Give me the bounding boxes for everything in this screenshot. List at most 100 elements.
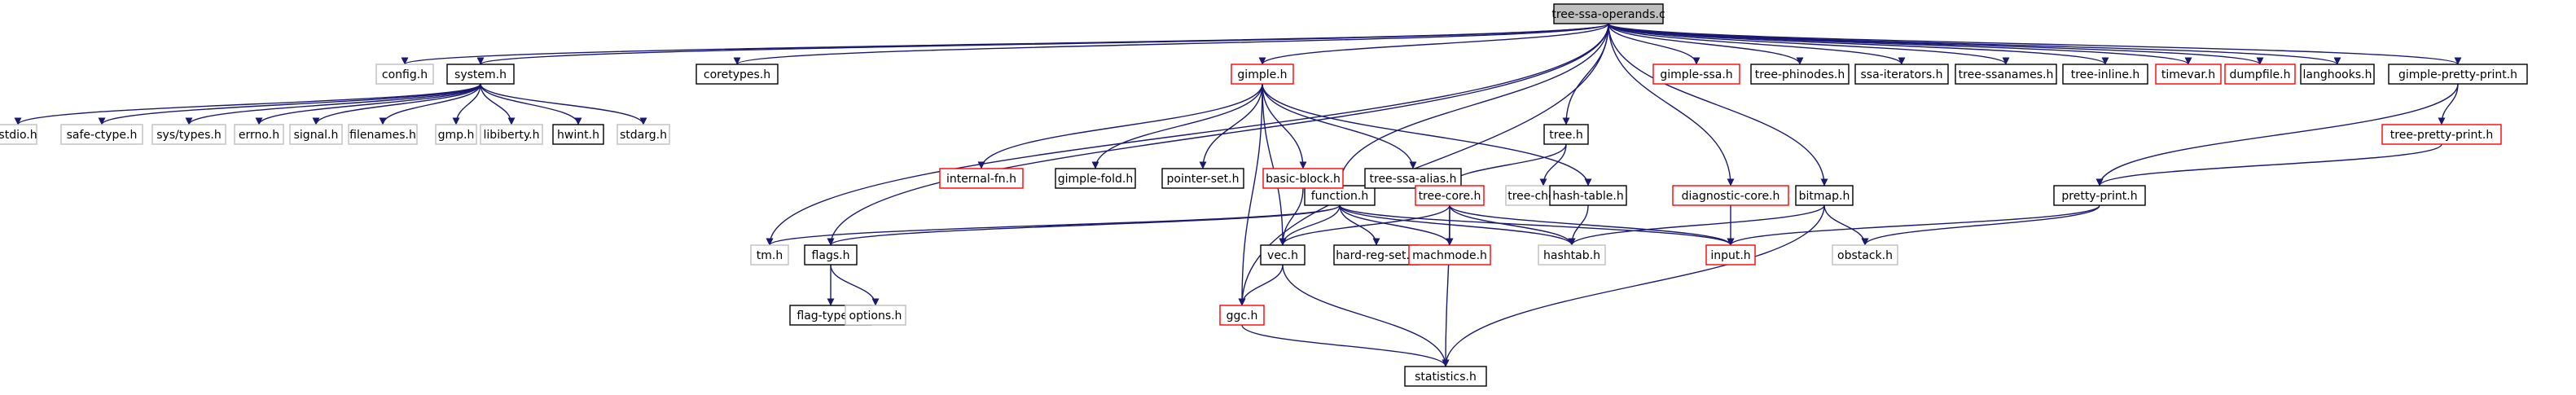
- node-box-options: [845, 305, 906, 326]
- node-system[interactable]: system.h: [446, 64, 515, 85]
- node-ggc[interactable]: ggc.h: [1219, 305, 1265, 326]
- edge-function-to-hashtab: [1339, 204, 1576, 246]
- node-treeinline[interactable]: tree-inline.h: [2062, 64, 2148, 85]
- node-label-treephinodes: tree-phinodes.h: [1755, 68, 1845, 81]
- node-stdarg[interactable]: stdarg.h: [617, 124, 670, 145]
- node-label-input: input.h: [1710, 249, 1750, 262]
- node-coretypes[interactable]: coretypes.h: [696, 64, 779, 85]
- node-box-filenames: [348, 124, 418, 145]
- node-label-errno: errno.h: [239, 129, 279, 142]
- node-label-hardregset: hard-reg-set.h: [1336, 249, 1417, 262]
- node-label-filenames: filenames.h: [349, 129, 416, 142]
- node-timevar[interactable]: timevar.h: [2155, 64, 2222, 85]
- node-box-gimpleprettyprint: [2388, 64, 2528, 85]
- node-safectype[interactable]: safe-ctype.h: [60, 124, 143, 145]
- node-label-stdarg: stdarg.h: [620, 129, 667, 142]
- node-box-safectype: [60, 124, 143, 145]
- edge-treecore-to-statistics: [1442, 204, 1450, 367]
- edge-gimple-to-hashtable: [1262, 83, 1592, 187]
- node-box-treecore: [1415, 185, 1485, 206]
- node-box-machmode: [1408, 244, 1491, 266]
- node-gmp[interactable]: gmp.h: [435, 124, 477, 145]
- node-ssaiter[interactable]: ssa-iterators.h: [1854, 64, 1949, 85]
- node-label-function: function.h: [1311, 190, 1369, 203]
- node-label-prettyprint: pretty-print.h: [2061, 190, 2137, 203]
- node-filenames[interactable]: filenames.h: [348, 124, 418, 145]
- edge-tree-to-treecore: [1446, 143, 1567, 187]
- node-function[interactable]: function.h: [1304, 185, 1376, 206]
- edge-system-to-stdarg: [480, 83, 647, 125]
- node-box-treeinline: [2062, 64, 2148, 85]
- edge-function-to-machmode: [1339, 204, 1454, 246]
- node-hardregset[interactable]: hard-reg-set.h: [1333, 244, 1420, 266]
- node-box-langhooks: [2300, 64, 2375, 85]
- node-treessaalias[interactable]: tree-ssa-alias.h: [1364, 168, 1462, 189]
- node-libiberty[interactable]: libiberty.h: [480, 124, 543, 145]
- edge-root-to-langhooks: [1608, 23, 2341, 65]
- node-hashtab[interactable]: hashtab.h: [1538, 244, 1606, 266]
- edge-function-to-tm: [766, 204, 1341, 246]
- node-gimple[interactable]: gimple.h: [1231, 64, 1294, 85]
- node-label-ggc: ggc.h: [1227, 309, 1258, 323]
- node-box-hwint: [552, 124, 604, 145]
- node-label-hashtable: hash-table.h: [1552, 190, 1623, 203]
- node-bitmap[interactable]: bitmap.h: [1795, 185, 1854, 206]
- edge-bitmap-to-hashtab: [1568, 204, 1825, 246]
- node-signal[interactable]: signal.h: [289, 124, 343, 145]
- node-label-obstack: obstack.h: [1837, 249, 1893, 262]
- edge-system-to-errno: [255, 83, 481, 125]
- node-hashtable[interactable]: hash-table.h: [1549, 185, 1627, 206]
- node-box-errno: [234, 124, 284, 145]
- node-options[interactable]: options.h: [845, 305, 906, 326]
- node-diagcore[interactable]: diagnostic-core.h: [1672, 185, 1789, 206]
- node-treephinodes[interactable]: tree-phinodes.h: [1750, 64, 1850, 85]
- edge-vec-to-statistics: [1282, 264, 1450, 367]
- node-errno[interactable]: errno.h: [234, 124, 284, 145]
- node-prettyprint[interactable]: pretty-print.h: [2053, 185, 2146, 206]
- edge-gimple-to-pointerset: [1199, 83, 1263, 169]
- node-box-tree: [1543, 124, 1589, 145]
- node-box-gimplefold: [1055, 168, 1136, 189]
- node-box-hashtable: [1549, 185, 1627, 206]
- node-hwint[interactable]: hwint.h: [552, 124, 604, 145]
- node-gimplessa[interactable]: gimple-ssa.h: [1652, 64, 1740, 85]
- node-tree[interactable]: tree.h: [1543, 124, 1589, 145]
- node-label-systypes: sys/types.h: [156, 129, 221, 142]
- node-langhooks[interactable]: langhooks.h: [2300, 64, 2375, 85]
- node-input[interactable]: input.h: [1705, 244, 1756, 266]
- node-label-timevar: timevar.h: [2161, 68, 2215, 81]
- node-treeprettyprint[interactable]: tree-pretty-print.h: [2381, 124, 2502, 145]
- node-box-pointerset: [1161, 168, 1244, 189]
- node-box-internalfn: [939, 168, 1024, 189]
- edge-system-to-hwint: [480, 83, 582, 125]
- node-treecore[interactable]: tree-core.h: [1415, 185, 1485, 206]
- node-gimpleprettyprint[interactable]: gimple-pretty-print.h: [2388, 64, 2528, 85]
- node-label-treeprettyprint: tree-pretty-print.h: [2390, 129, 2493, 142]
- node-tm[interactable]: tm.h: [750, 244, 789, 266]
- edge-bitmap-to-obstack: [1823, 204, 1869, 246]
- node-box-input: [1705, 244, 1756, 266]
- edge-system-to-stdio: [14, 83, 481, 125]
- node-machmode[interactable]: machmode.h: [1408, 244, 1491, 266]
- node-box-prettyprint: [2053, 185, 2146, 206]
- node-statistics[interactable]: statistics.h: [1404, 366, 1487, 387]
- node-box-stdarg: [617, 124, 670, 145]
- node-root[interactable]: tree-ssa-operands.c: [1551, 3, 1665, 24]
- node-stdio[interactable]: stdio.h: [0, 124, 37, 145]
- edge-system-to-libiberty: [480, 83, 516, 125]
- edge-prettyprint-to-obstack: [1861, 204, 2100, 246]
- node-gimplefold[interactable]: gimple-fold.h: [1055, 168, 1136, 189]
- node-label-root: tree-ssa-operands.c: [1551, 8, 1665, 21]
- node-treessanames[interactable]: tree-ssanames.h: [1955, 64, 2057, 85]
- edge-prettyprint-to-input: [1727, 204, 2100, 246]
- node-pointerset[interactable]: pointer-set.h: [1161, 168, 1244, 189]
- node-obstack[interactable]: obstack.h: [1832, 244, 1898, 266]
- node-basicblock[interactable]: basic-block.h: [1262, 168, 1344, 189]
- node-internalfn[interactable]: internal-fn.h: [939, 168, 1024, 189]
- node-systypes[interactable]: sys/types.h: [151, 124, 226, 145]
- edge-root-to-coretypes: [733, 23, 1609, 65]
- node-vec[interactable]: vec.h: [1260, 244, 1306, 266]
- node-flags[interactable]: flags.h: [804, 244, 858, 266]
- node-dumpfile[interactable]: dumpfile.h: [2224, 64, 2296, 85]
- node-config[interactable]: config.h: [375, 64, 434, 85]
